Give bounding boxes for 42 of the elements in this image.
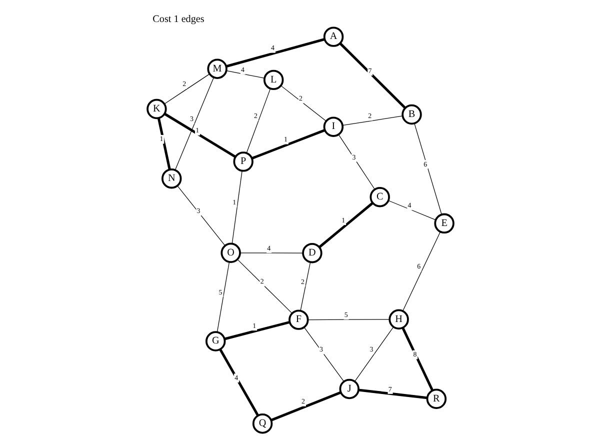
node-circle: P: [232, 152, 253, 172]
connector: [338, 42, 406, 109]
connector: [342, 116, 402, 126]
connector: [402, 231, 440, 312]
connector: [246, 88, 270, 154]
node-circle: M: [206, 58, 227, 79]
connector: [338, 134, 374, 190]
node-circle: Q: [252, 414, 272, 434]
connector: [226, 70, 264, 78]
connector: [174, 77, 214, 170]
connector: [218, 348, 258, 416]
diagram-title: Cost 1 edges: [152, 14, 204, 25]
node-circle: R: [426, 388, 446, 409]
node-circle: N: [161, 168, 182, 189]
connector: [307, 319, 390, 320]
connector: [225, 38, 324, 68]
connector: [318, 202, 373, 248]
connector: [303, 326, 344, 382]
node-circle: K: [146, 98, 166, 120]
node-circle: E: [434, 213, 454, 234]
connector: [239, 252, 303, 254]
connector: [401, 327, 434, 391]
node-circle: A: [322, 26, 344, 47]
connector: [176, 186, 225, 246]
node-circle: D: [302, 242, 322, 264]
node-circle: B: [401, 104, 422, 125]
node-circle: C: [369, 186, 390, 208]
connector: [164, 74, 210, 104]
node-circle: G: [205, 331, 226, 352]
node-circle: H: [388, 309, 408, 330]
node-circle: L: [262, 70, 284, 90]
connector: [354, 326, 394, 382]
connector: [270, 391, 341, 422]
connector: [280, 85, 326, 122]
node-circle: J: [338, 378, 359, 400]
node-circle: O: [220, 242, 240, 263]
connector: [251, 128, 325, 160]
node-circle: I: [322, 116, 344, 137]
connector: [358, 388, 427, 400]
connector: [236, 259, 292, 314]
connector: [414, 123, 442, 215]
node-circle: F: [288, 310, 308, 330]
